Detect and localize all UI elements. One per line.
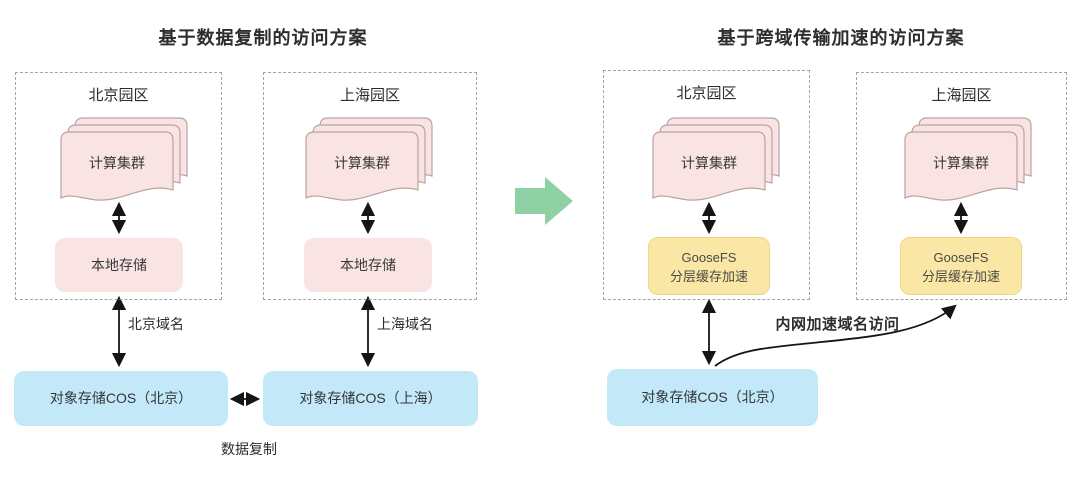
goosefs-subtitle: 分层缓存加速 <box>921 269 1000 284</box>
compute-cluster-label: 计算集群 <box>334 155 390 171</box>
cos-box-right-beijing: 对象存储COS（北京） <box>607 369 818 426</box>
left-scheme-title: 基于数据复制的访问方案 <box>158 28 368 48</box>
campus-box-left-shanghai: 上海园区 <box>263 72 477 300</box>
campus-label: 北京园区 <box>88 87 149 104</box>
goosefs-subtitle: 分层缓存加速 <box>669 269 748 284</box>
goosefs-title: GooseFS <box>933 250 989 265</box>
beijing-domain-label: 北京域名 <box>128 316 184 332</box>
campus-label: 上海园区 <box>931 87 992 104</box>
cos-box-left-beijing: 对象存储COS（北京） <box>14 371 228 426</box>
campus-box-right-beijing: 北京园区 <box>603 70 810 300</box>
cos-box-left-shanghai: 对象存储COS（上海） <box>263 371 478 426</box>
campus-box-right-shanghai: 上海园区 <box>856 72 1067 300</box>
campus-box-left-beijing: 北京园区 <box>15 72 222 300</box>
data-replication-label: 数据复制 <box>221 441 277 457</box>
shanghai-domain-label: 上海域名 <box>377 316 433 332</box>
goosefs-box-shanghai: GooseFS 分层缓存加速 <box>900 237 1022 295</box>
intranet-acceleration-label: 内网加速域名访问 <box>775 316 900 333</box>
scheme-transition-arrow-icon <box>515 177 573 225</box>
local-storage-box-beijing: 本地存储 <box>55 238 183 292</box>
compute-cluster-label: 计算集群 <box>933 155 989 171</box>
local-storage-box-shanghai: 本地存储 <box>304 238 432 292</box>
curved-arrow-cross-region-access <box>714 304 957 367</box>
compute-cluster-label: 计算集群 <box>681 155 737 171</box>
compute-cluster-label: 计算集群 <box>89 155 145 171</box>
right-scheme-title: 基于跨域传输加速的访问方案 <box>717 28 965 48</box>
campus-label: 北京园区 <box>676 85 737 102</box>
goosefs-box-beijing: GooseFS 分层缓存加速 <box>648 237 770 295</box>
campus-label: 上海园区 <box>339 87 400 104</box>
goosefs-title: GooseFS <box>681 250 737 265</box>
